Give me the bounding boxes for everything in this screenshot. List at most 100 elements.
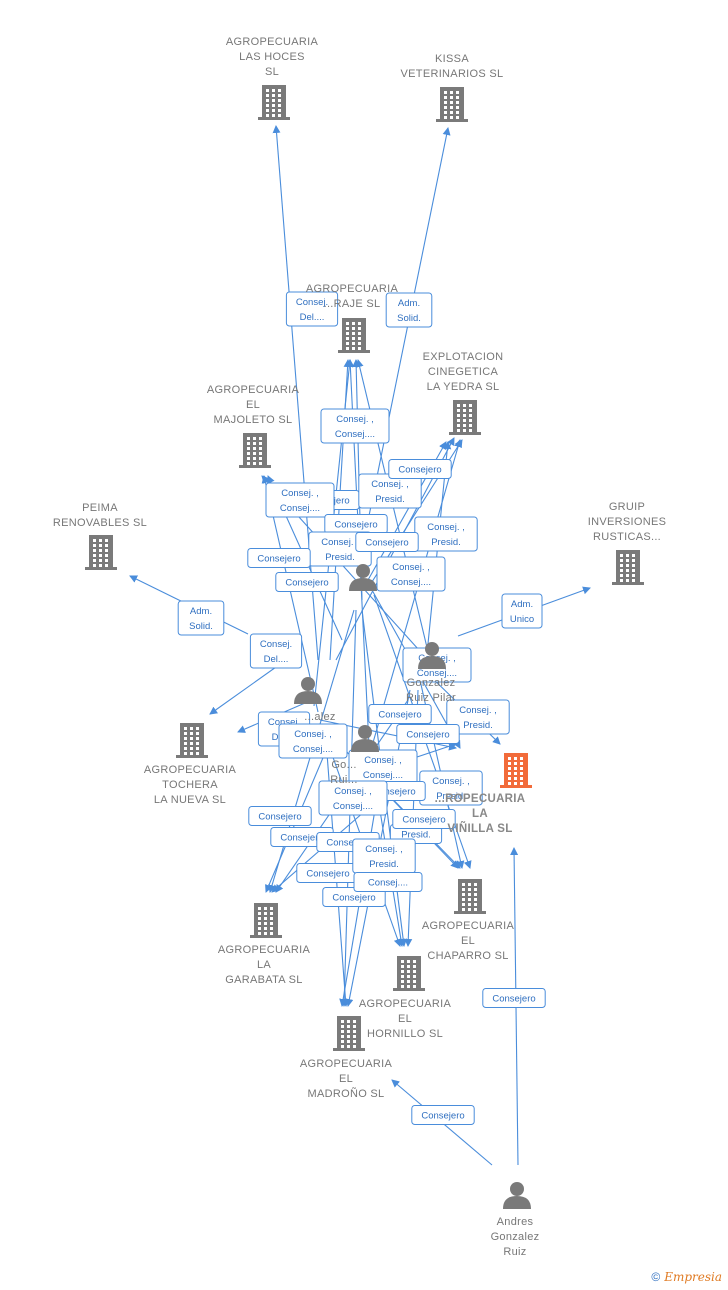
- building-icon: [436, 87, 468, 122]
- edge-label-text: Presid.: [401, 830, 431, 841]
- edge-label[interactable]: Consej. ,Consej....: [320, 408, 390, 444]
- edge-label[interactable]: Consejero: [388, 459, 452, 479]
- edge-label-text: Consejero: [280, 833, 323, 844]
- node-label: LA: [472, 808, 488, 820]
- person-icon: [349, 564, 377, 591]
- edge-label[interactable]: Consejero: [392, 809, 456, 829]
- edge-label[interactable]: Consej. ,Consej....: [348, 749, 418, 785]
- edge-label-text: Consej. ,: [365, 844, 403, 855]
- node-label: AGROPECUARIA: [226, 36, 319, 48]
- edge-label[interactable]: Consej. ,Presid.: [358, 473, 422, 509]
- brand-logo: Empresia: [664, 1270, 722, 1284]
- edge-label[interactable]: Consej.Del....: [249, 633, 303, 669]
- person-node-person-left[interactable]: ...alez: [294, 677, 336, 723]
- edge-label[interactable]: Consej. ,Consej....: [265, 482, 335, 518]
- node-label: PEIMA: [82, 502, 118, 514]
- building-icon: [449, 400, 481, 435]
- edge-label[interactable]: Consejero: [324, 514, 388, 534]
- edge-label[interactable]: Consejero: [275, 572, 339, 592]
- node-label: VIÑILLA SL: [447, 822, 512, 835]
- edge-label[interactable]: Adm.Unico: [501, 593, 543, 629]
- edge-label[interactable]: Consej. ,Consej....: [376, 556, 446, 592]
- node-label: GARABATA SL: [225, 974, 302, 986]
- person-node-person-a[interactable]: [349, 564, 377, 591]
- edge-label[interactable]: Adm.Solid.: [385, 292, 433, 328]
- edge-label[interactable]: Consejero: [247, 548, 311, 568]
- node-label: AGROPECUARIA: [306, 283, 399, 295]
- edge-label-text: Consejero: [326, 838, 369, 849]
- edge-label[interactable]: Consejero: [296, 863, 360, 883]
- node-label: LA NUEVA SL: [154, 794, 226, 806]
- node-label: EL: [246, 399, 260, 411]
- edge-label-box: [385, 292, 433, 328]
- building-icon: [239, 433, 271, 468]
- edge-label-text: Consejero: [334, 520, 377, 531]
- company-node-paraje[interactable]: AGROPECUARIA...RAJE SL: [306, 283, 399, 353]
- edge-label[interactable]: Consejero: [368, 704, 432, 724]
- edge-label-box: [353, 872, 423, 892]
- company-node-gruip[interactable]: GRUIPINVERSIONESRUSTICAS...: [588, 501, 667, 585]
- node-label: LA: [257, 959, 271, 971]
- edge-label[interactable]: Consejero: [355, 532, 419, 552]
- edge-label[interactable]: Consejero: [248, 806, 312, 826]
- edge-label[interactable]: Consej....: [353, 872, 423, 892]
- edge-label-text: Consejero: [285, 578, 328, 589]
- edge-label-text: Del....: [264, 654, 289, 665]
- node-label: AGROPECUARIA: [300, 1058, 393, 1070]
- node-label: Andres: [497, 1216, 534, 1228]
- edge-label-box: [355, 532, 419, 552]
- edge-label-box: [482, 988, 546, 1008]
- edge-label-text: Presid.: [375, 494, 405, 505]
- edge-label-box: [265, 482, 335, 518]
- edge-label[interactable]: Consej. ,Consej....: [278, 723, 348, 759]
- building-icon: [454, 879, 486, 914]
- edge-label-text: Presid.: [369, 859, 399, 870]
- edge-label[interactable]: Adm.Solid.: [177, 600, 225, 636]
- person-node-person-mid[interactable]: Go...Rui...: [330, 725, 379, 786]
- edge-label[interactable]: Consej. ,Presid.: [414, 516, 478, 552]
- edge-label-box: [285, 291, 339, 327]
- node-label: Rui...: [330, 774, 357, 786]
- edge-label-text: Presid.: [325, 552, 355, 563]
- node-label: KISSA: [435, 53, 469, 65]
- person-icon: [503, 1182, 531, 1209]
- edge-label-text: Consej.: [268, 717, 300, 728]
- edge-label[interactable]: Consejero: [411, 1105, 475, 1125]
- edge-label[interactable]: Consej. ,Presid.: [446, 699, 510, 735]
- footer-brand: ©Empresia: [651, 1270, 722, 1284]
- building-icon: [176, 723, 208, 758]
- edge-label[interactable]: Consej.Del....: [285, 291, 339, 327]
- edge-label-text: Unico: [510, 614, 534, 625]
- edge-label-text: Consej....: [333, 801, 373, 812]
- edge-label[interactable]: Consejero: [396, 724, 460, 744]
- edge-label-text: Presid.: [436, 791, 466, 802]
- building-icon: [333, 1016, 365, 1051]
- edge-label-text: Consej....: [391, 577, 431, 588]
- edge-label[interactable]: Consej. , Presid.: [352, 838, 416, 874]
- edge-label[interactable]: Consej. , Consej....: [318, 780, 388, 816]
- node-label: VETERINARIOS SL: [401, 68, 504, 80]
- edge-label-box: [248, 806, 312, 826]
- edge-label-text: Consejero: [421, 1111, 464, 1122]
- edge-label[interactable]: Consej. ,Presid.: [419, 770, 483, 806]
- node-label: AGROPECUARIA: [359, 998, 452, 1010]
- company-node-kissa[interactable]: KISSA VETERINARIOS SL: [401, 53, 504, 122]
- edge-label-text: Consej. ,: [334, 786, 372, 797]
- node-label: ...alez: [304, 711, 335, 723]
- edge-label-text: Consejero: [406, 730, 449, 741]
- edge-label[interactable]: Consejero: [482, 988, 546, 1008]
- edge-label-text: Consej....: [368, 878, 408, 889]
- node-label: Ruiz: [503, 1246, 526, 1258]
